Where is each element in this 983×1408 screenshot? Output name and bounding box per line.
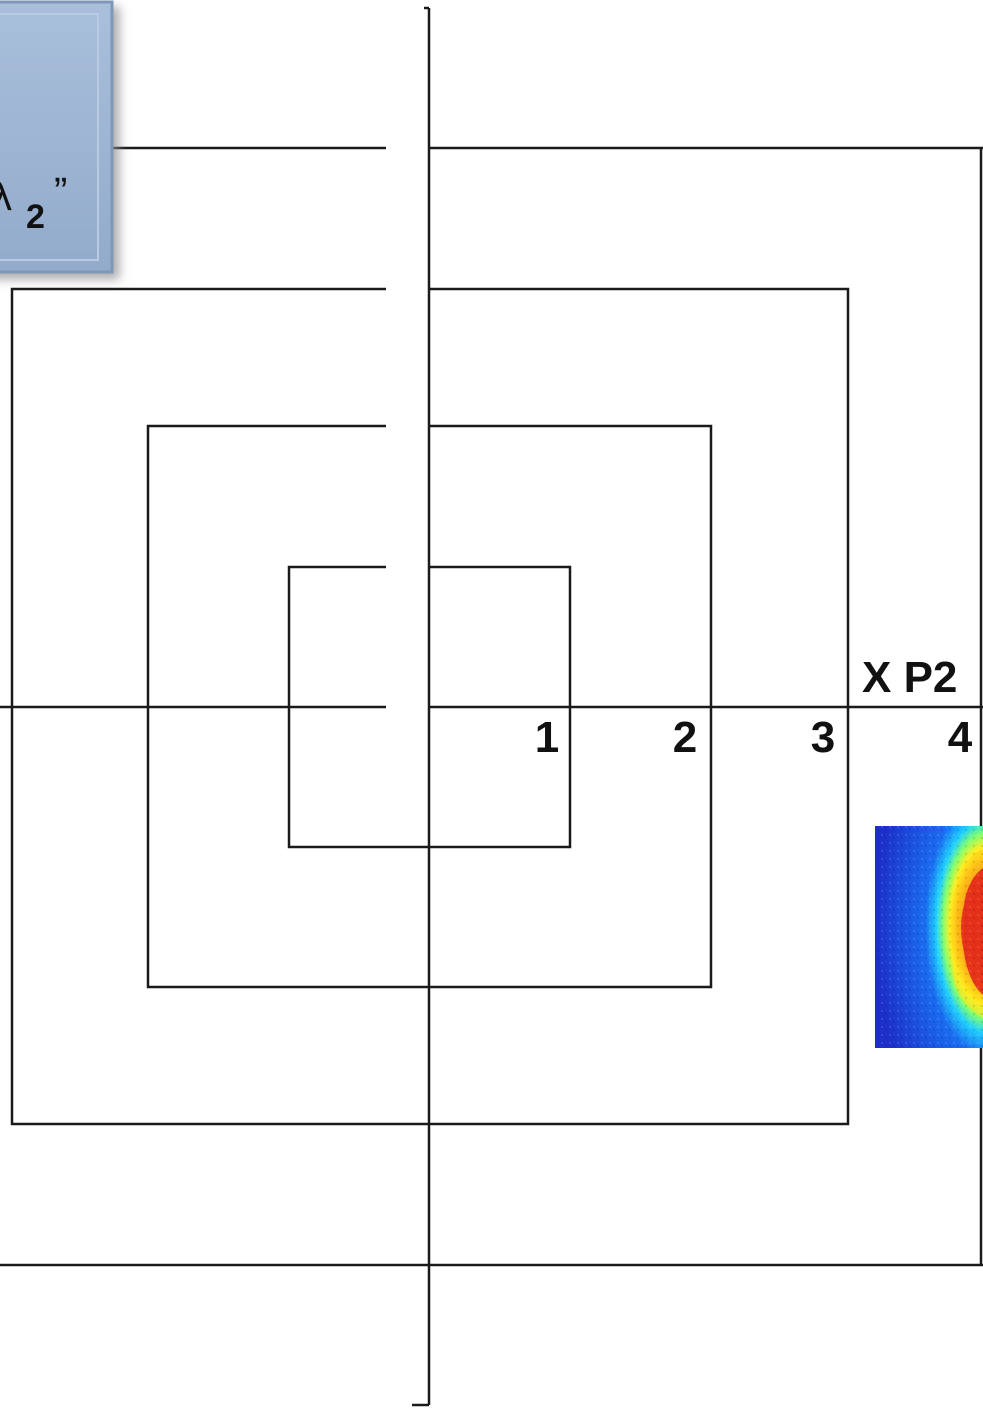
callout-box: λ 2 ”: [0, 2, 112, 272]
callout-quote: ”: [54, 170, 67, 214]
tick-label-1: 1: [535, 713, 559, 762]
callout-subscript: 2: [26, 198, 45, 236]
tick-label-3: 3: [811, 713, 835, 762]
marker-label: X P2: [862, 653, 957, 702]
tick-label-4: 4: [948, 713, 973, 762]
tick-label-2: 2: [673, 713, 697, 762]
beam-profile-heatmap: [875, 826, 983, 1048]
callout-symbol: λ: [0, 175, 12, 219]
axes: [0, 8, 983, 1405]
